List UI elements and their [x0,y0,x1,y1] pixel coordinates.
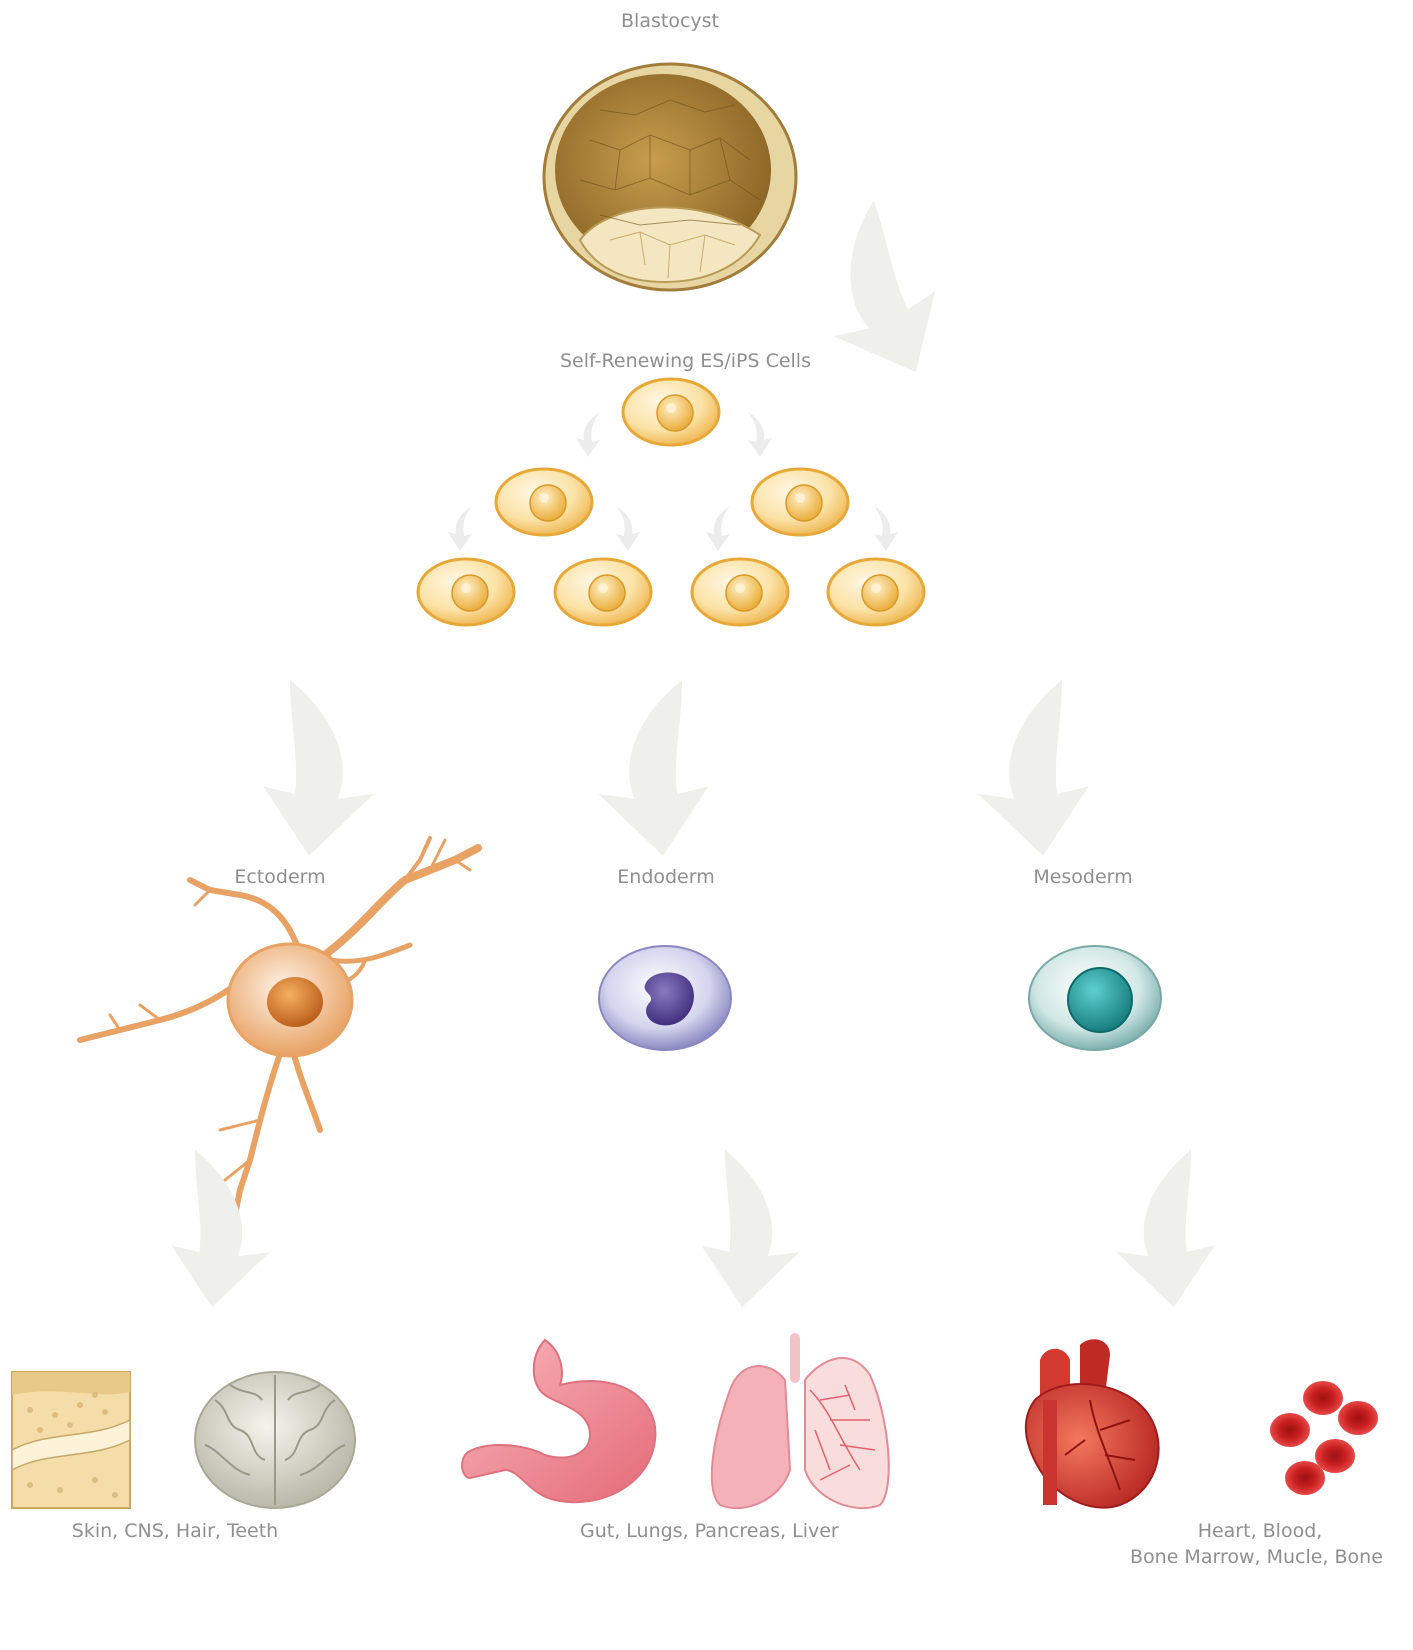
arrow-icon [748,412,772,457]
blood-cells-icon [1270,1381,1378,1495]
es-cells-group [418,379,924,625]
arrow-icon [1116,1150,1215,1307]
arrow-icon [171,1150,270,1307]
arrow-icon [706,506,730,551]
endoderm-label: Endoderm [606,866,726,888]
es-cell-icon [496,469,592,535]
mesoderm-label: Mesoderm [1023,866,1143,888]
arrow-icon [978,680,1088,856]
blastocyst-label: Blastocyst [610,10,730,32]
heart-icon [1026,1339,1159,1507]
endoderm-cell-icon [599,946,731,1050]
ecto-tissues-label: Skin, CNS, Hair, Teeth [70,1520,280,1542]
es-cell-icon [555,559,651,625]
arrow-icon [874,506,898,551]
arrow-icon [263,680,373,856]
blastocyst-icon [544,64,796,290]
ectoderm-label: Ectoderm [220,866,340,888]
es-ips-label: Self-Renewing ES/iPS Cells [560,350,790,372]
arrow-icon [795,191,959,394]
arrow-icon [448,506,472,551]
es-cell-icon [418,559,514,625]
arrow-icon [701,1150,800,1307]
es-cell-icon [692,559,788,625]
endo-tissues-label: Gut, Lungs, Pancreas, Liver [580,1520,830,1542]
neuron-icon [80,838,478,1215]
skin-icon [12,1372,130,1508]
arrow-icon [576,412,600,457]
mesoderm-cell-icon [1029,946,1161,1050]
brain-icon [195,1372,355,1508]
lungs-icon [712,1338,889,1508]
arrow-icon [616,506,640,551]
meso-tissues-label-2: Bone Marrow, Mucle, Bone [1130,1546,1380,1568]
es-cell-icon [752,469,848,535]
meso-tissues-label-1: Heart, Blood, [1180,1520,1340,1542]
es-cell-icon [828,559,924,625]
arrow-icon [598,680,708,856]
stomach-icon [462,1340,655,1502]
es-cell-icon [623,379,719,445]
